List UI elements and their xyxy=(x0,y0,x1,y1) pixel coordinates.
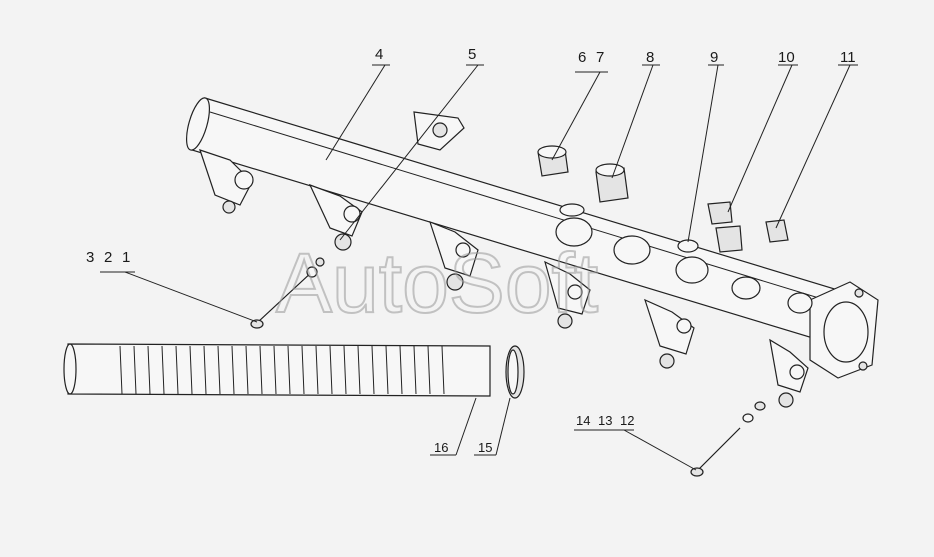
callout-15: 15 xyxy=(478,440,492,455)
callout-12: 12 xyxy=(620,413,634,428)
callout-4: 4 xyxy=(375,46,383,63)
callout-11: 11 xyxy=(840,49,856,66)
callout-14: 14 xyxy=(576,413,590,428)
callout-2: 2 xyxy=(104,249,112,266)
watermark: AutoSoft xyxy=(276,236,598,330)
plug-6-7 xyxy=(537,145,585,217)
hose-clamp xyxy=(505,345,525,399)
callout-8: 8 xyxy=(646,49,654,66)
manifold-tube xyxy=(185,97,879,408)
fitting-10 xyxy=(707,201,743,253)
bolt-1-2-3 xyxy=(250,257,325,329)
plug-11 xyxy=(765,219,789,243)
plug-8 xyxy=(595,163,629,203)
callout-10: 10 xyxy=(778,49,795,66)
callout-3: 3 xyxy=(86,249,94,266)
callout-7: 7 xyxy=(596,49,604,66)
corrugated-hose xyxy=(63,343,491,397)
callout-9: 9 xyxy=(710,49,718,66)
callout-13: 13 xyxy=(598,413,612,428)
callout-16: 16 xyxy=(434,440,448,455)
callout-5: 5 xyxy=(468,46,476,63)
bolt-12-13-14 xyxy=(690,401,766,477)
leader-lines xyxy=(100,64,858,471)
callout-1: 1 xyxy=(122,249,130,266)
callout-6: 6 xyxy=(578,49,586,66)
